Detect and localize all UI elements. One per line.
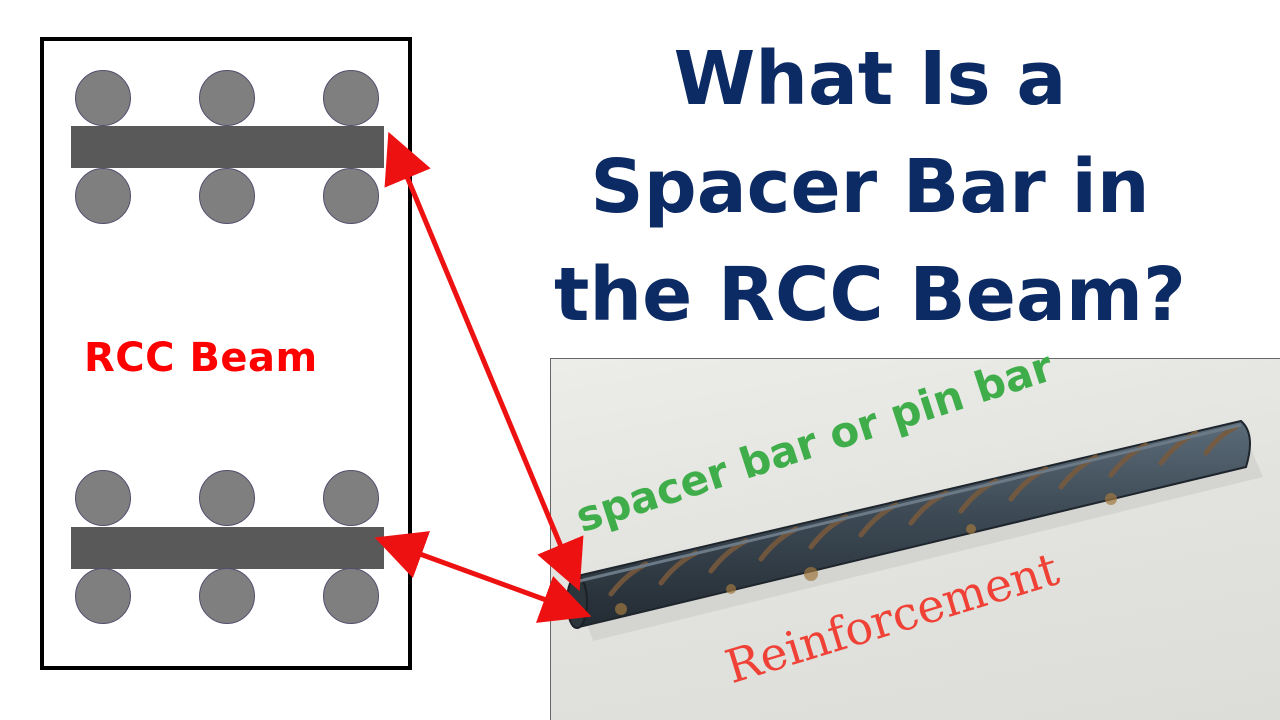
spacer-bar-top	[71, 126, 384, 168]
rebar-photo	[550, 358, 1280, 720]
beam-label: RCC Beam	[84, 335, 318, 381]
rebar-photo-illustration	[566, 419, 1263, 641]
rebar-circle	[199, 470, 255, 526]
spacer-bar-bottom	[71, 527, 384, 569]
rebar-circle	[323, 168, 379, 224]
rebar-circle	[75, 168, 131, 224]
rebar-circle	[199, 70, 255, 126]
title-line: What Is a	[673, 36, 1067, 122]
rebar-circle	[75, 70, 131, 126]
rebar-circle	[323, 568, 379, 624]
rebar-circle	[323, 70, 379, 126]
title-line: Spacer Bar in	[590, 144, 1150, 230]
arrow-bottom-spacer	[374, 531, 592, 623]
arrow-top-spacer	[384, 131, 584, 592]
rebar-circle	[323, 470, 379, 526]
rebar-circle	[199, 568, 255, 624]
rebar-circle	[199, 168, 255, 224]
rebar-circle	[75, 470, 131, 526]
page-title: What Is a Spacer Bar in the RCC Beam?	[475, 25, 1265, 349]
rebar-circle	[75, 568, 131, 624]
title-line: the RCC Beam?	[554, 252, 1186, 338]
